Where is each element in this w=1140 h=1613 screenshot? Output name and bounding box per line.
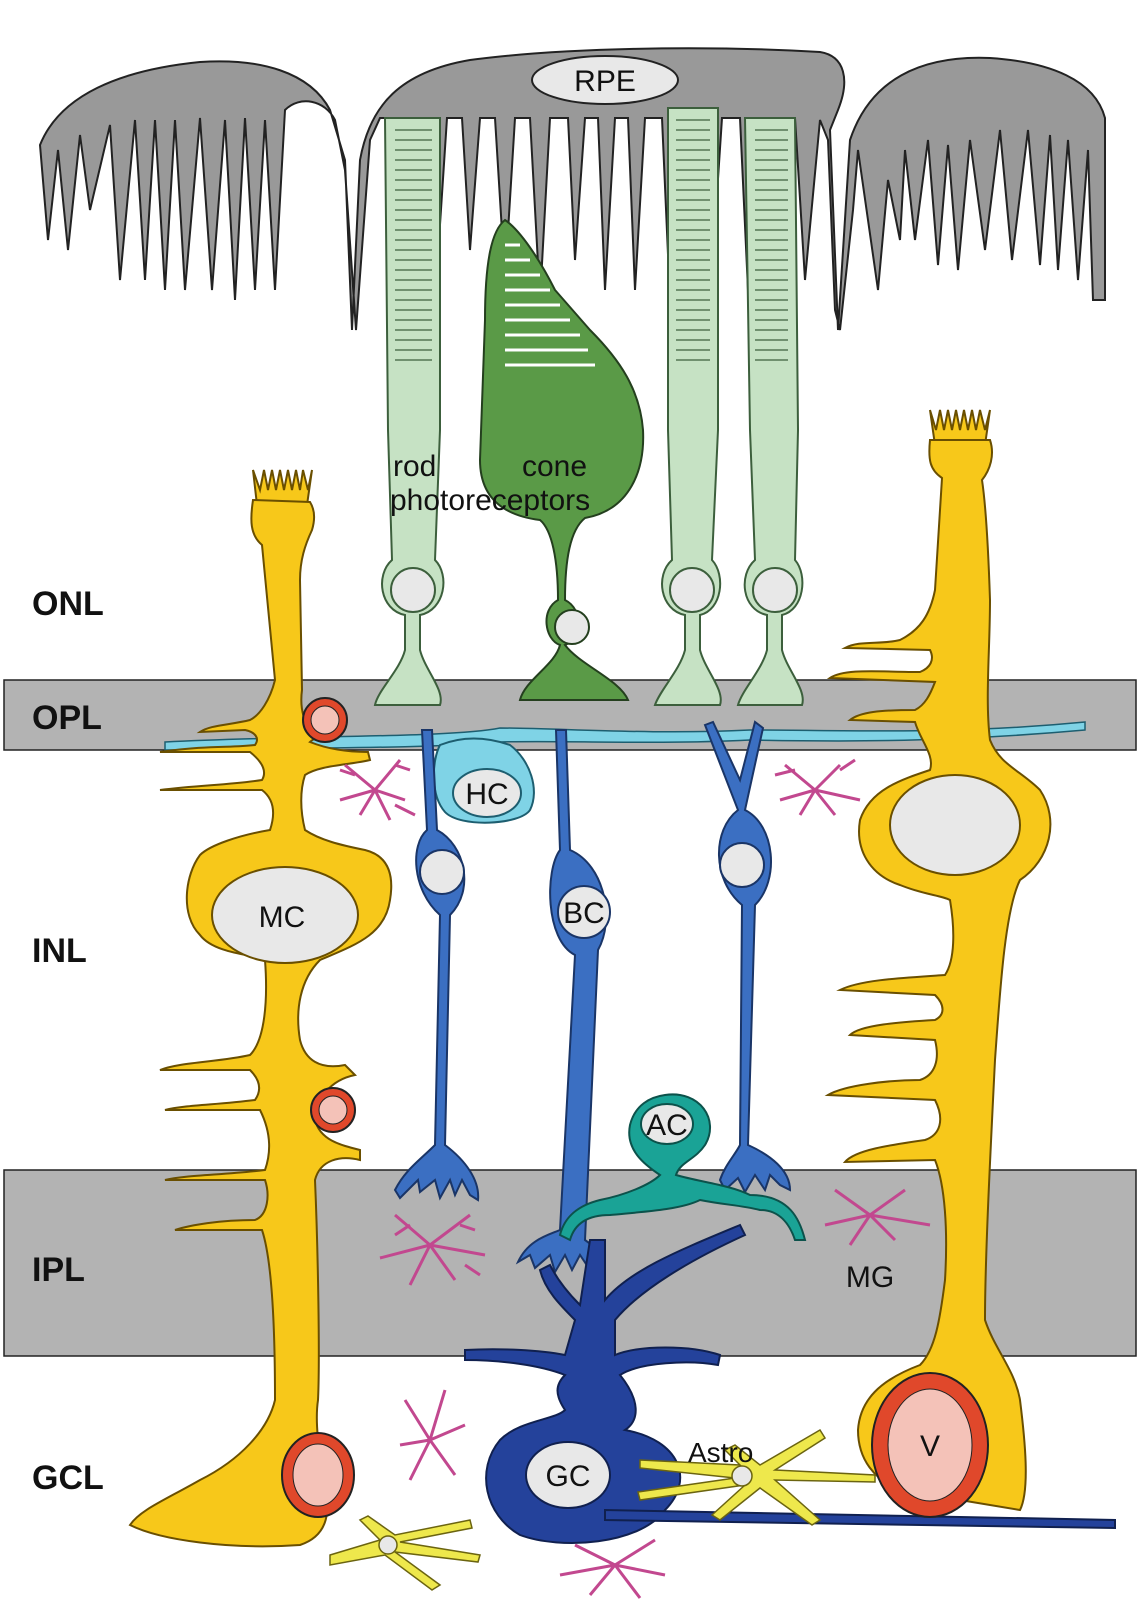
hc-label: HC — [465, 778, 508, 811]
cone-label: cone — [522, 450, 587, 483]
microglia-opl-right — [774, 758, 861, 816]
astrocyte-left — [329, 1515, 481, 1591]
mg-label: MG — [846, 1261, 894, 1294]
astro-label: Astro — [688, 1437, 753, 1468]
layer-inl-label: INL — [32, 932, 87, 970]
rpe-layer — [38, 47, 1106, 331]
rpe-label-ellipse — [531, 55, 679, 105]
rod-photoreceptor-1 — [373, 117, 445, 706]
muller-cell-right — [824, 409, 1052, 1512]
rod-discs — [395, 119, 788, 361]
rod-photoreceptor-3 — [736, 117, 804, 706]
layer-gcl-label: GCL — [32, 1459, 104, 1497]
microglia-ipl-left — [379, 1213, 486, 1286]
astrocyte-right — [637, 1428, 876, 1526]
bipolar-cell-center — [515, 729, 611, 1277]
cone-photoreceptor — [478, 218, 645, 701]
horizontal-cell — [164, 721, 1086, 824]
vessel-gcl-left — [281, 1432, 355, 1518]
bipolar-cell-right — [703, 720, 792, 1195]
bc-label: BC — [563, 897, 605, 930]
layer-ipl-label: IPL — [32, 1251, 85, 1289]
layer-opl-label: OPL — [32, 699, 102, 737]
vessel-inl — [310, 1087, 356, 1133]
mc-label: MC — [259, 901, 306, 934]
muller-cell-left — [128, 469, 393, 1548]
ac-label: AC — [646, 1109, 688, 1142]
rod-photoreceptor-2 — [653, 107, 722, 706]
microglia-gcl-upper — [399, 1389, 466, 1481]
microglia-ipl-right — [824, 1188, 931, 1246]
rod-label: rod — [393, 450, 436, 483]
vessel-v — [871, 1372, 989, 1518]
bipolar-cell-left — [393, 729, 480, 1202]
microglia-opl-left — [339, 759, 416, 821]
v-label: V — [920, 1430, 940, 1463]
layer-onl-label: ONL — [32, 585, 104, 623]
rpe-label: RPE — [574, 65, 636, 98]
amacrine-cell — [558, 1093, 807, 1242]
cone-discs — [505, 243, 595, 367]
gc-label: GC — [546, 1460, 591, 1493]
vessel-opl — [302, 697, 348, 743]
photoreceptors-label: photoreceptors — [390, 484, 590, 517]
microglia-gcl-lower — [559, 1538, 666, 1599]
